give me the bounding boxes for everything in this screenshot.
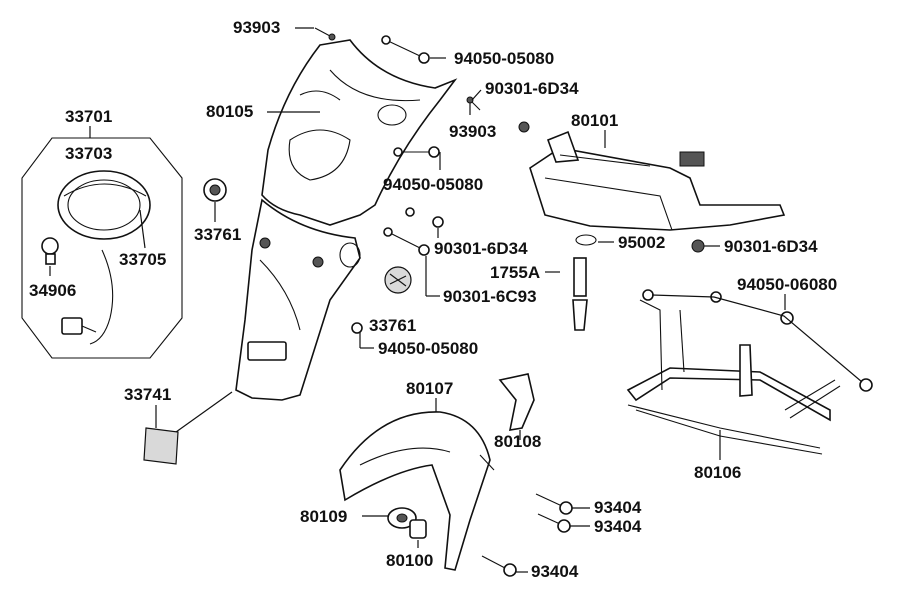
label-93903-top: 93903 bbox=[233, 18, 280, 37]
label-94050-06080: 94050-06080 bbox=[737, 275, 837, 294]
plate-mount bbox=[247, 341, 287, 361]
part-labels: 93903 94050-05080 90301-6D34 80105 93903… bbox=[29, 18, 837, 581]
label-80106: 80106 bbox=[694, 463, 741, 482]
label-80108: 80108 bbox=[494, 432, 541, 451]
frame-bracket-80106 bbox=[626, 289, 873, 455]
label-90301-6d34-right: 90301-6D34 bbox=[724, 237, 818, 256]
label-90301-6d34-mid: 90301-6D34 bbox=[434, 239, 528, 258]
label-93903-mid: 93903 bbox=[449, 122, 496, 141]
label-80109: 80109 bbox=[300, 507, 347, 526]
fasteners-rear bbox=[314, 27, 530, 334]
bracket-80108 bbox=[498, 373, 535, 431]
label-94050-05080-mid: 94050-05080 bbox=[383, 175, 483, 194]
label-34906: 34906 bbox=[29, 281, 76, 300]
grommet-mid bbox=[384, 266, 412, 294]
sleeve-80100 bbox=[409, 519, 427, 539]
grommet-left bbox=[203, 178, 227, 202]
rear-fender-body bbox=[235, 39, 458, 401]
label-93404-a: 93404 bbox=[594, 498, 642, 517]
label-94050-05080-top: 94050-05080 bbox=[454, 49, 554, 68]
tail-light-assembly bbox=[21, 137, 183, 359]
label-80107: 80107 bbox=[406, 379, 453, 398]
tail-light-lens bbox=[57, 170, 151, 240]
pin-assembly bbox=[572, 234, 597, 331]
bolts-93404 bbox=[481, 493, 573, 577]
label-33701: 33701 bbox=[65, 107, 112, 126]
label-90301-6d34-top: 90301-6D34 bbox=[485, 79, 579, 98]
label-80100: 80100 bbox=[386, 551, 433, 570]
reflector-33741 bbox=[143, 391, 233, 465]
label-80101: 80101 bbox=[571, 111, 618, 130]
label-1755a: 1755A bbox=[490, 263, 540, 282]
label-80105: 80105 bbox=[206, 102, 253, 121]
label-33705: 33705 bbox=[119, 250, 166, 269]
label-93404-c: 93404 bbox=[531, 562, 579, 581]
label-33761-left: 33761 bbox=[194, 225, 241, 244]
bolt-leaders bbox=[516, 507, 590, 573]
label-33703: 33703 bbox=[65, 144, 112, 163]
label-33761-mid: 33761 bbox=[369, 316, 416, 335]
label-94050-05080-low: 94050-05080 bbox=[378, 339, 478, 358]
label-90301-6c93: 90301-6C93 bbox=[443, 287, 537, 306]
front-fender-80107 bbox=[339, 411, 495, 571]
assembly-frame bbox=[21, 137, 183, 359]
wire-connector bbox=[61, 317, 83, 335]
bulb bbox=[41, 237, 59, 255]
label-93404-b: 93404 bbox=[594, 517, 642, 536]
collar-80109 bbox=[387, 507, 417, 529]
label-95002: 95002 bbox=[618, 233, 665, 252]
label-33741: 33741 bbox=[124, 385, 171, 404]
leader-lines bbox=[49, 27, 786, 548]
tray-80101 bbox=[529, 130, 786, 253]
